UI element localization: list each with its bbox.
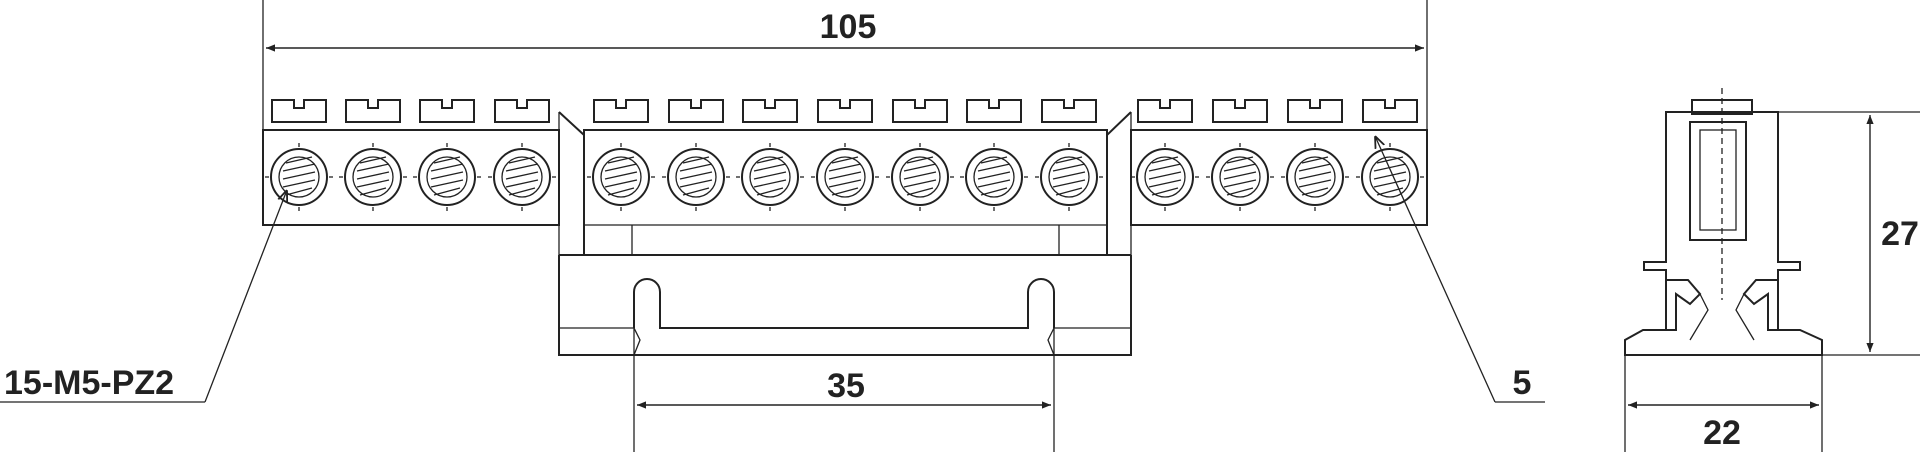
- screw-head: [966, 99, 1022, 123]
- terminal-hole: [339, 143, 407, 211]
- terminal-holes: [265, 143, 1424, 211]
- side-view-clip-left: [1666, 279, 1702, 331]
- callout-hole-size: 5: [1375, 136, 1545, 403]
- dimension-rail-width: 35: [633, 328, 1055, 452]
- screw-head: [1212, 99, 1268, 123]
- screw-head: [1362, 99, 1418, 123]
- terminal-hole: [413, 143, 481, 211]
- terminal-hole: [1131, 143, 1199, 211]
- dimension-overall-length: 105: [262, 0, 1428, 130]
- screw-head: [419, 99, 475, 123]
- terminal-hole: [488, 143, 556, 211]
- screw-head: [1137, 99, 1193, 123]
- screw-head: [892, 99, 948, 123]
- terminal-hole: [960, 143, 1028, 211]
- dimension-label-overall-length: 105: [820, 8, 877, 46]
- front-view: 105: [0, 0, 1545, 452]
- callout-label-terminal-spec: 15-M5-PZ2: [4, 364, 174, 402]
- side-view-clip-right: [1742, 279, 1778, 331]
- terminal-hole: [662, 143, 730, 211]
- callout-label-hole-size: 5: [1513, 364, 1532, 402]
- screw-heads: [271, 99, 1418, 123]
- terminal-hole: [1356, 143, 1424, 211]
- terminal-hole: [811, 143, 879, 211]
- dimension-label-height: 27: [1881, 215, 1919, 253]
- terminal-hole: [1281, 143, 1349, 211]
- screw-head: [271, 99, 327, 123]
- side-view-terminal-window: [1689, 121, 1747, 241]
- screw-head: [817, 99, 873, 123]
- screw-head: [742, 99, 798, 123]
- screw-head: [1041, 99, 1097, 123]
- terminal-hole: [1035, 143, 1103, 211]
- terminal-hole: [1206, 143, 1274, 211]
- callout-terminal-spec: 15-M5-PZ2: [0, 190, 287, 403]
- din-rail-carrier: [558, 254, 1132, 356]
- terminal-hole: [736, 143, 804, 211]
- screw-head: [668, 99, 724, 123]
- dimension-depth: 22: [1624, 355, 1823, 452]
- screw-head: [1287, 99, 1343, 123]
- dimension-label-depth: 22: [1703, 414, 1741, 452]
- dimension-label-rail-width: 35: [827, 367, 865, 405]
- terminal-hole: [886, 143, 954, 211]
- screw-head: [593, 99, 649, 123]
- terminal-hole: [587, 143, 655, 211]
- screw-head: [494, 99, 550, 123]
- screw-head: [345, 99, 401, 123]
- side-view-body: [1624, 111, 1823, 356]
- terminal-hole: [265, 143, 333, 211]
- dimension-height: 27: [1778, 111, 1920, 356]
- side-view: 27 22: [1624, 88, 1920, 452]
